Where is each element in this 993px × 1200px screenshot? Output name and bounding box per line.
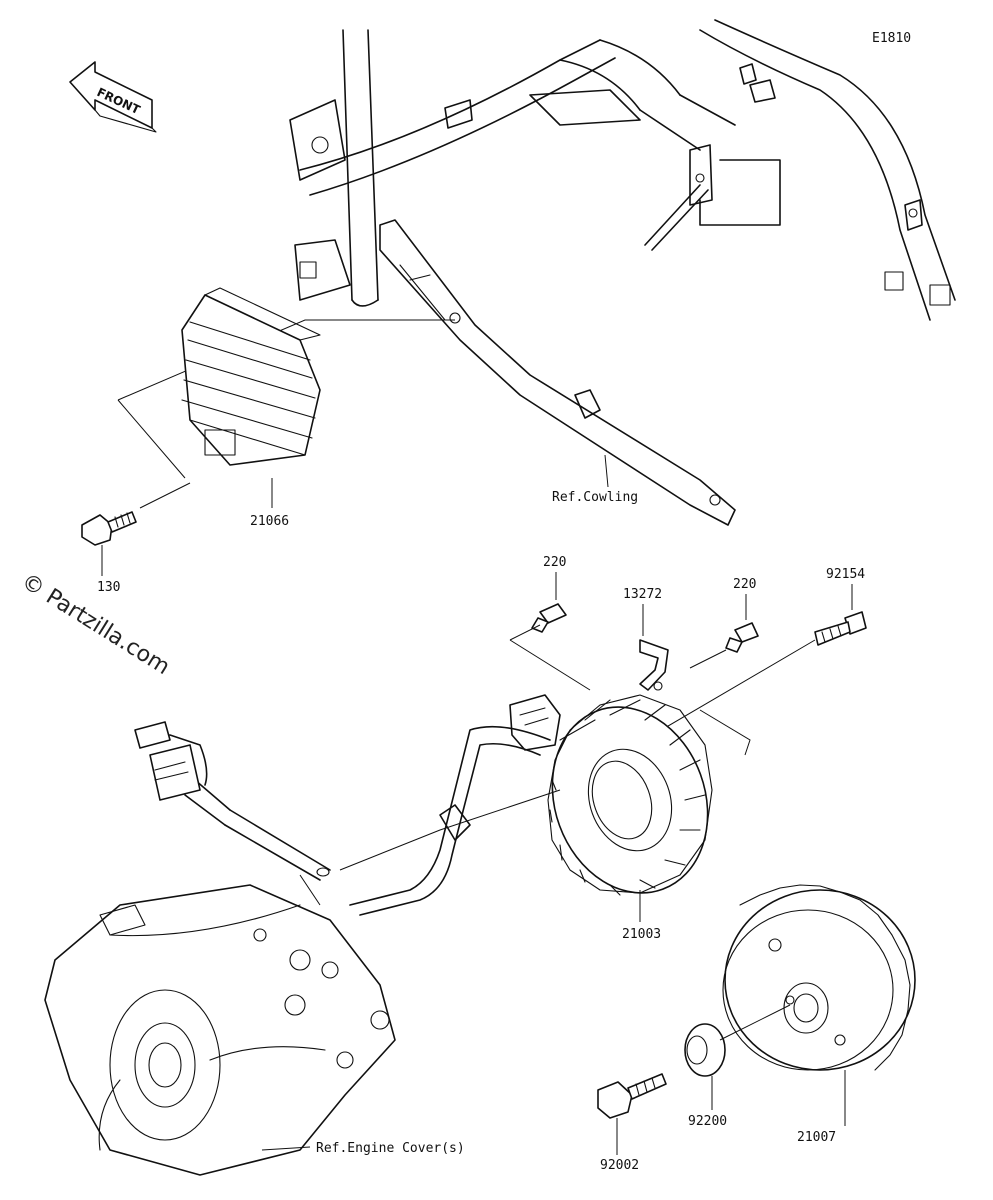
label-92200: 92200 (688, 1114, 727, 1129)
label-220-a: 220 (543, 555, 566, 570)
diagram-id: E1810 (872, 31, 911, 46)
label-130: 130 (97, 580, 120, 595)
label-220-b: 220 (733, 577, 756, 592)
bolt-92154[interactable] (609, 611, 867, 761)
label-13272: 13272 (623, 587, 662, 602)
bolt-130[interactable] (81, 482, 191, 546)
engine-cover[interactable] (44, 884, 396, 1176)
regulator-rectifier[interactable] (117, 287, 455, 479)
ref-cowling-label: Ref.Cowling (552, 490, 638, 505)
front-arrow-icon: FRONT (69, 61, 157, 133)
label-21003: 21003 (622, 927, 661, 942)
label-92002: 92002 (600, 1158, 639, 1173)
bolt-220-b[interactable] (689, 622, 759, 669)
rotor-21007[interactable] (722, 884, 916, 1071)
bolt-92002[interactable] (597, 1073, 667, 1119)
stator-21003[interactable] (509, 685, 733, 915)
label-92154: 92154 (826, 567, 865, 582)
label-21007: 21007 (797, 1130, 836, 1145)
watermark: © Partzilla.com (17, 569, 174, 680)
bolt-220-a[interactable] (509, 603, 591, 691)
washer-92200[interactable] (684, 1004, 791, 1077)
clamp-13272[interactable] (639, 639, 669, 691)
frame-assembly (289, 19, 956, 526)
label-21066: 21066 (250, 514, 289, 529)
wiring-harness (134, 721, 561, 916)
ref-cowling: Ref.Cowling (552, 454, 638, 505)
ref-engine-cover-label: Ref.Engine Cover(s) (316, 1141, 465, 1156)
